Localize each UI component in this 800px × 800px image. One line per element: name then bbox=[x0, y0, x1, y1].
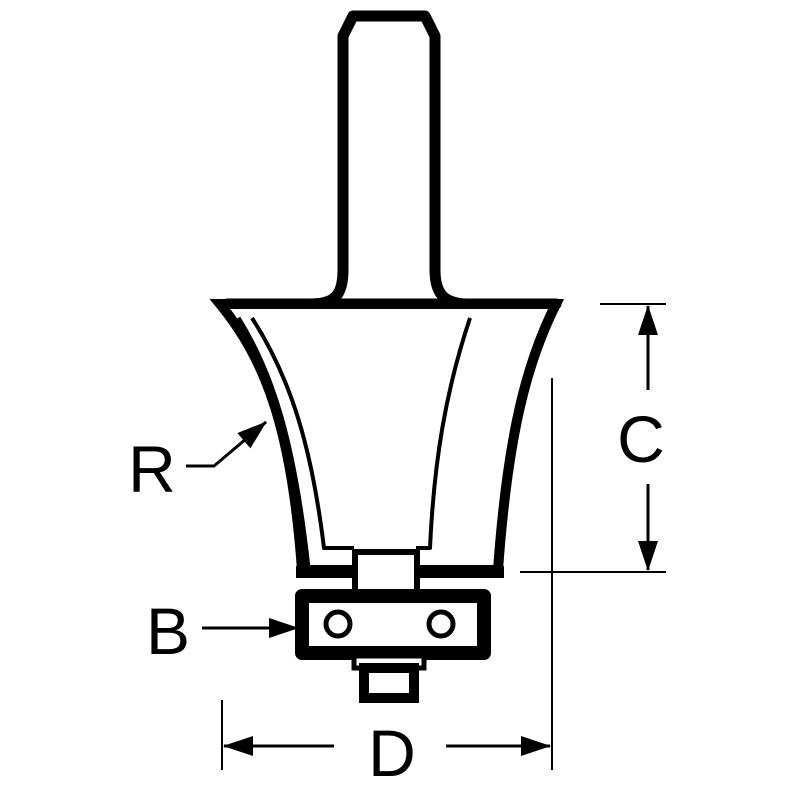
bearing-hole-left bbox=[323, 609, 353, 639]
shank bbox=[221, 10, 562, 310]
label-r: R bbox=[128, 432, 176, 506]
dimension-c bbox=[520, 303, 666, 573]
label-d: D bbox=[368, 716, 416, 790]
label-c: C bbox=[617, 402, 665, 476]
bearing bbox=[295, 589, 491, 660]
label-b: B bbox=[146, 594, 190, 668]
cutter-body bbox=[209, 299, 565, 578]
retaining-screw bbox=[351, 653, 427, 703]
dimension-d bbox=[221, 378, 553, 770]
bearing-hole-right bbox=[426, 609, 456, 639]
leader-r bbox=[186, 420, 267, 468]
spindle bbox=[352, 549, 420, 597]
